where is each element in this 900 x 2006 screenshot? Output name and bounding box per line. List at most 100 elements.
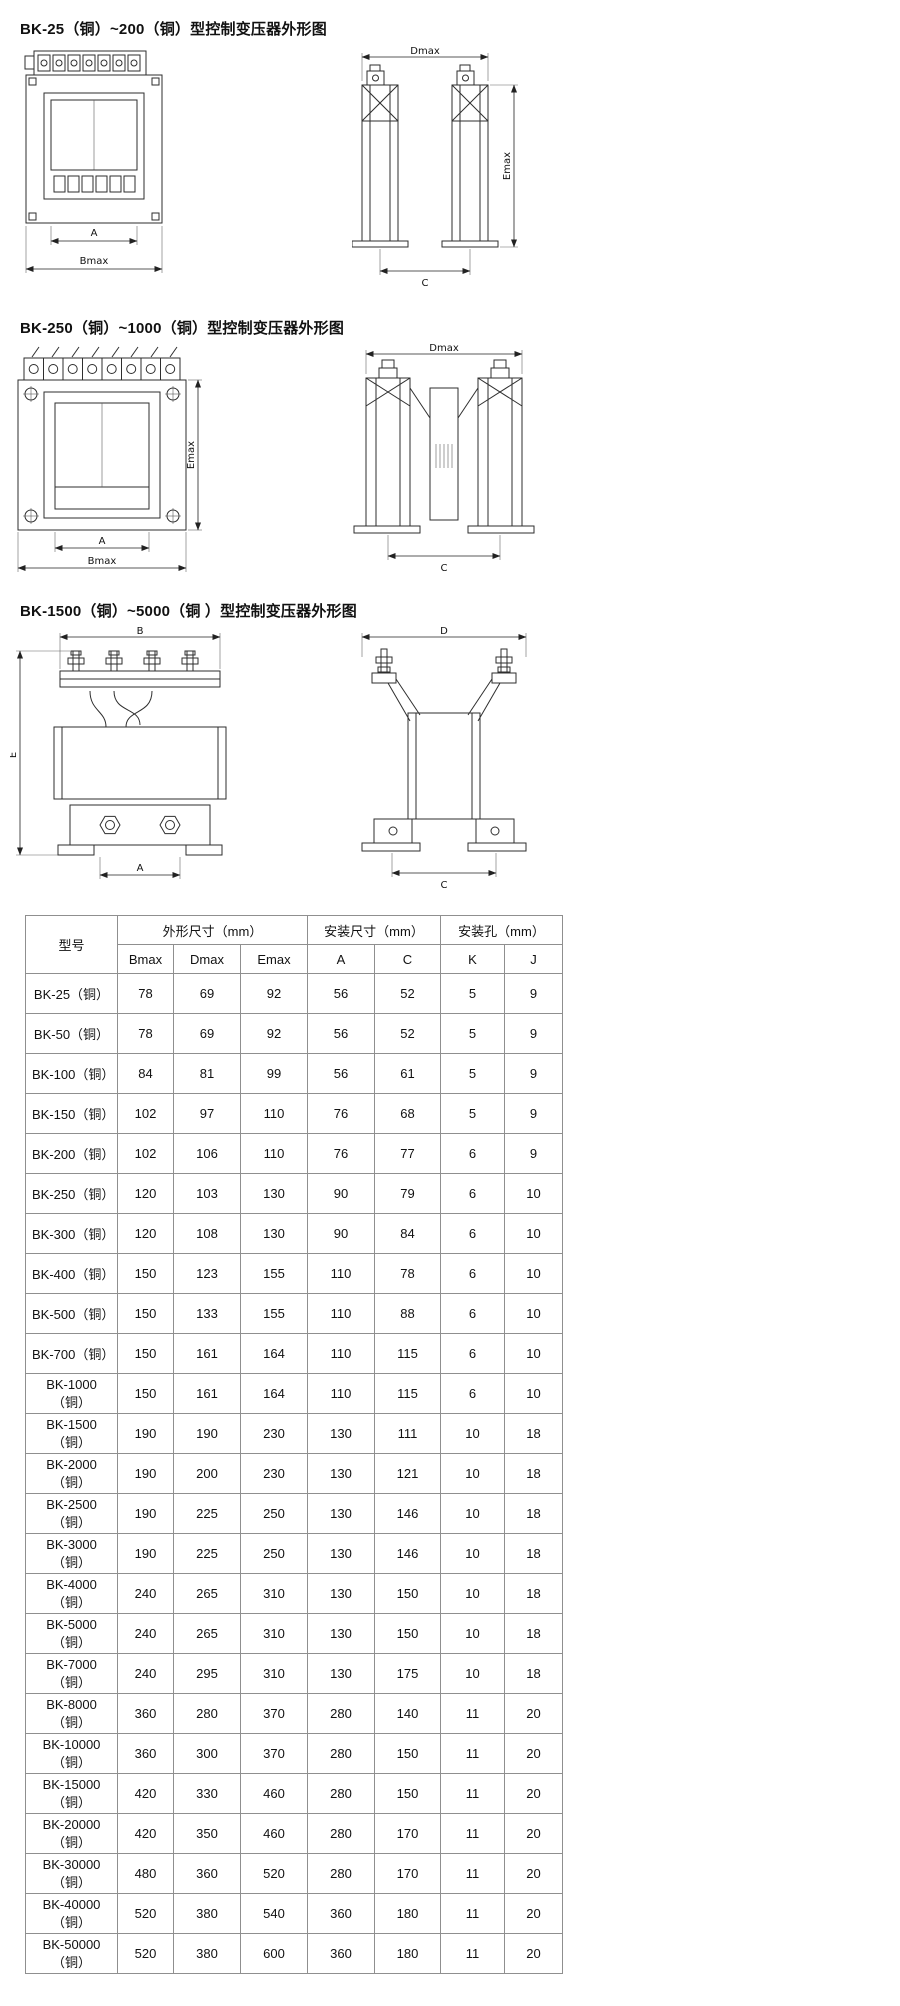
cell-emax: 155 [240,1253,308,1294]
cell-k: 5 [440,1053,505,1094]
cell-k: 11 [440,1733,505,1774]
cell-a: 280 [307,1853,375,1894]
cell-bmax: 190 [117,1413,174,1454]
cell-k: 10 [440,1653,505,1694]
cell-emax: 230 [240,1453,308,1494]
table-row: BK-8000（铜） 360 280 370 280 140 11 20 [25,1693,563,1734]
cell-bmax: 190 [117,1493,174,1534]
cell-model: BK-250（铜） [25,1173,118,1214]
cell-j: 10 [504,1333,563,1374]
cell-k: 11 [440,1813,505,1854]
cell-dmax: 123 [173,1253,241,1294]
cell-j: 20 [504,1733,563,1774]
cell-model: BK-3000（铜） [25,1533,118,1574]
drawing-s2-side-view: Dmax [353,344,535,574]
cell-k: 5 [440,973,505,1014]
cell-k: 10 [440,1453,505,1494]
cell-a: 76 [307,1133,375,1174]
cell-dmax: 265 [173,1573,241,1614]
table-row: BK-3000（铜） 190 225 250 130 146 10 18 [25,1533,563,1574]
cell-j: 18 [504,1653,563,1694]
cell-model: BK-200（铜） [25,1133,118,1174]
cell-bmax: 150 [117,1253,174,1294]
cell-emax: 130 [240,1213,308,1254]
cell-c: 150 [374,1573,441,1614]
cell-model: BK-25（铜） [25,973,118,1014]
table-row: BK-5000（铜） 240 265 310 130 150 10 18 [25,1613,563,1654]
table-row: BK-50（铜） 78 69 92 56 52 5 9 [25,1013,563,1054]
cell-a: 90 [307,1213,375,1254]
cell-bmax: 78 [117,1013,174,1054]
section-1-heading: BK-25（铜）~200（铜）型控制变压器外形图 [20,21,327,38]
cell-k: 6 [440,1333,505,1374]
dimension-dmax: Dmax [361,46,489,81]
cell-c: 150 [374,1733,441,1774]
cell-model: BK-20000（铜） [25,1813,118,1854]
bottom-clamp [69,804,211,846]
cell-bmax: 78 [117,973,174,1014]
subheader-bmax: Bmax [117,944,174,974]
cell-k: 11 [440,1893,505,1934]
dim-label-dmax: Dmax [429,344,459,354]
dim-label-c: C [422,278,429,289]
coil-body [53,726,227,800]
cell-emax: 460 [240,1773,308,1814]
cell-dmax: 330 [173,1773,241,1814]
cell-dmax: 265 [173,1613,241,1654]
cell-c: 111 [374,1413,441,1454]
cell-j: 10 [504,1373,563,1414]
cell-emax: 540 [240,1893,308,1934]
cell-dmax: 360 [173,1853,241,1894]
cell-k: 6 [440,1293,505,1334]
terminal-strip [23,357,181,381]
cell-a: 130 [307,1573,375,1614]
cell-j: 10 [504,1213,563,1254]
cell-a: 130 [307,1613,375,1654]
section-bk250-1000: BK-250（铜）~1000（铜）型控制变压器外形图 [0,301,900,584]
transformer-body [25,74,163,224]
dim-label-a: A [99,536,106,547]
feet [57,844,223,856]
table-row: BK-400（铜） 150 123 155 110 78 6 10 [25,1253,563,1294]
cell-a: 130 [307,1653,375,1694]
cell-dmax: 350 [173,1813,241,1854]
base [361,818,527,852]
cell-model: BK-2000（铜） [25,1453,118,1494]
cell-model: BK-40000（铜） [25,1893,118,1934]
cell-a: 130 [307,1493,375,1534]
cell-dmax: 380 [173,1893,241,1934]
core-frame [353,359,535,534]
cell-emax: 250 [240,1493,308,1534]
cell-bmax: 240 [117,1613,174,1654]
cell-dmax: 295 [173,1653,241,1694]
cell-bmax: 150 [117,1293,174,1334]
cell-emax: 110 [240,1093,308,1134]
cell-bmax: 150 [117,1373,174,1414]
dimension-d: D [361,627,527,657]
section-2-drawings: Emax A Bmax [0,338,900,584]
cell-emax: 460 [240,1813,308,1854]
cell-c: 88 [374,1293,441,1334]
cell-j: 9 [504,1053,563,1094]
cell-bmax: 520 [117,1933,174,1974]
cell-c: 77 [374,1133,441,1174]
cell-bmax: 190 [117,1533,174,1574]
table-row: BK-10000（铜） 360 300 370 280 150 11 20 [25,1733,563,1774]
drawing-s1-front-view: A Bmax [24,50,163,273]
cell-c: 121 [374,1453,441,1494]
cell-j: 18 [504,1613,563,1654]
cell-j: 18 [504,1413,563,1454]
table-row: BK-1000（铜） 150 161 164 110 115 6 10 [25,1373,563,1414]
cell-emax: 164 [240,1333,308,1374]
cell-c: 175 [374,1653,441,1694]
cell-c: 150 [374,1613,441,1654]
cell-j: 18 [504,1573,563,1614]
cell-model: BK-50000（铜） [25,1933,118,1974]
cell-j: 18 [504,1533,563,1574]
section-2-heading: BK-250（铜）~1000（铜）型控制变压器外形图 [20,320,345,337]
table-row: BK-4000（铜） 240 265 310 130 150 10 18 [25,1573,563,1614]
cell-emax: 370 [240,1733,308,1774]
table-body: BK-25（铜） 78 69 92 56 52 5 9 BK-50（铜） 78 … [25,973,563,1974]
cell-c: 180 [374,1893,441,1934]
cell-j: 9 [504,1133,563,1174]
